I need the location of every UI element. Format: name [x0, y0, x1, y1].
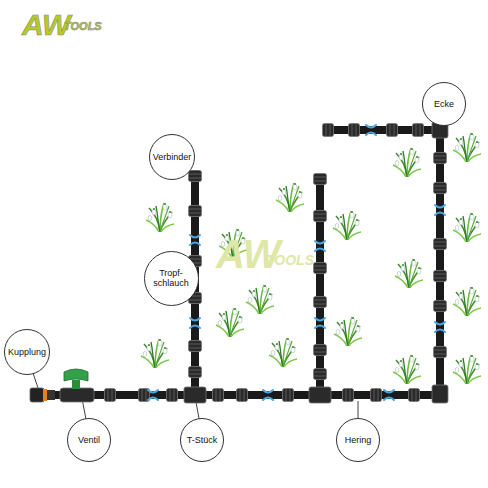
callout-circle: Kupplung — [4, 329, 50, 375]
callout-circle: T-Stück — [180, 418, 224, 462]
callout-circle: Ecke — [422, 82, 466, 126]
plants — [141, 133, 481, 384]
logo-text: AW — [22, 8, 70, 42]
part-name: Kupplung — [8, 347, 46, 357]
part-name: Ventil — [78, 435, 100, 445]
part-name: Hering — [345, 435, 372, 445]
callout-circle: Hering — [336, 418, 380, 462]
part-name: T-Stück — [187, 435, 218, 445]
logo-text: TOOLS — [64, 20, 102, 32]
fittings — [105, 122, 449, 403]
part-name: Tropf- schlauch — [149, 268, 193, 289]
drip-pipes — [40, 130, 440, 395]
callout-circle: Verbinder — [149, 134, 195, 180]
watermark: TOOLS — [266, 252, 314, 268]
callout-circle: Tropf- schlauch — [144, 251, 199, 306]
coupling — [30, 388, 55, 402]
valve — [60, 369, 94, 402]
callout-circle: Ventil — [67, 418, 111, 462]
part-name: Ecke — [434, 99, 454, 109]
part-name: Verbinder — [153, 152, 192, 162]
leader-lines — [27, 110, 444, 435]
